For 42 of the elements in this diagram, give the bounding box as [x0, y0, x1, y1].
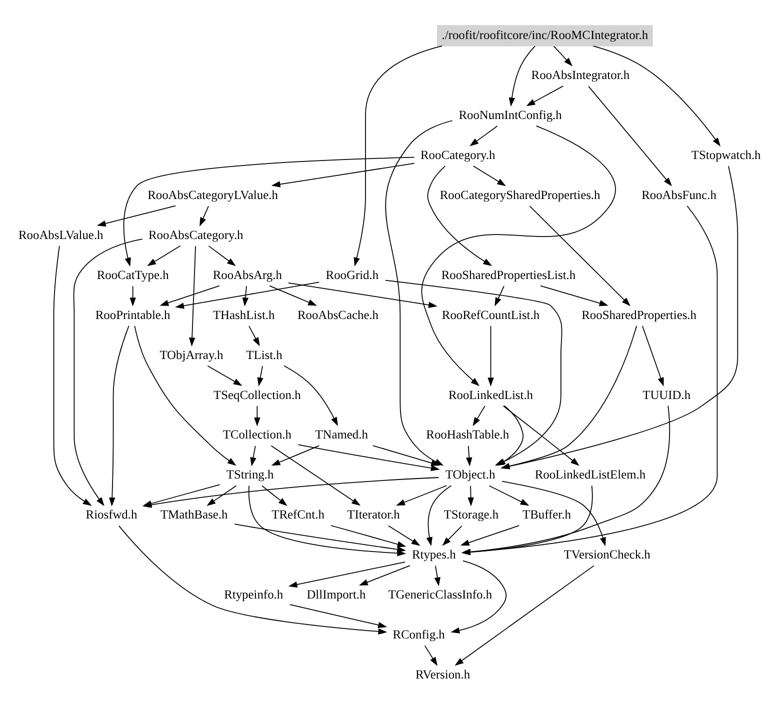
node-text: TStopwatch.h [691, 147, 761, 162]
node-text: RooAbsIntegrator.h [531, 68, 630, 82]
node-text: TRefCnt.h [272, 507, 324, 522]
node-text: Riosfwd.h [86, 507, 138, 522]
node-text: RooCategory.h [420, 147, 496, 162]
node-text: TNamed.h [315, 427, 368, 442]
node-text: THashList.h [212, 307, 275, 322]
node-text: RooLinkedList.h [448, 387, 534, 402]
node-text: RooAbsCache.h [297, 307, 379, 322]
node-text: RooAbsFunc.h [642, 187, 716, 202]
node-text: TBuffer.h [522, 507, 571, 522]
node-text: TIterator.h [347, 507, 400, 522]
node-text: RooAbsArg.h [212, 267, 282, 282]
node-text: RVersion.h [416, 667, 470, 682]
node-text: TString.h [226, 467, 274, 482]
node-text: TObject.h [445, 467, 496, 482]
node-text: RooCategorySharedProperties.h [440, 187, 600, 202]
node-text: DllImport.h [306, 587, 366, 602]
node-text: RooNumIntConfig.h [458, 107, 562, 122]
node-text: RooHashTable.h [426, 427, 510, 442]
node-text: RooSharedProperties.h [582, 307, 697, 322]
node-text: RooAbsCategoryLValue.h [148, 187, 278, 202]
node-text: TMathBase.h [160, 507, 228, 522]
node-text: RooRefCountList.h [442, 307, 540, 322]
node-text: TCollection.h [222, 427, 292, 442]
node-text: Rtypes.h [412, 547, 456, 562]
node-text: RooAbsLValue.h [18, 227, 104, 242]
node-text: TGenericClassInfo.h [388, 587, 492, 602]
node-text: RooPrintable.h [95, 307, 170, 322]
node-text: TVersionCheck.h [564, 547, 650, 562]
node-text: TUUID.h [642, 387, 691, 402]
node-text: TObjArray.h [160, 347, 224, 362]
node-text: TList.h [246, 347, 282, 362]
node-text: RooSharedPropertiesList.h [441, 267, 576, 282]
node-text: RooCatType.h [96, 267, 169, 282]
node-text: RooGrid.h [326, 267, 379, 282]
node-text: RConfig.h [392, 627, 445, 642]
node-text: RooAbsCategory.h [148, 227, 244, 242]
node-text: Rtypeinfo.h [224, 587, 284, 602]
node-text: TSeqCollection.h [214, 387, 301, 402]
node-text: RooLinkedListElem.h [534, 467, 646, 482]
node-text: TStorage.h [444, 507, 499, 522]
